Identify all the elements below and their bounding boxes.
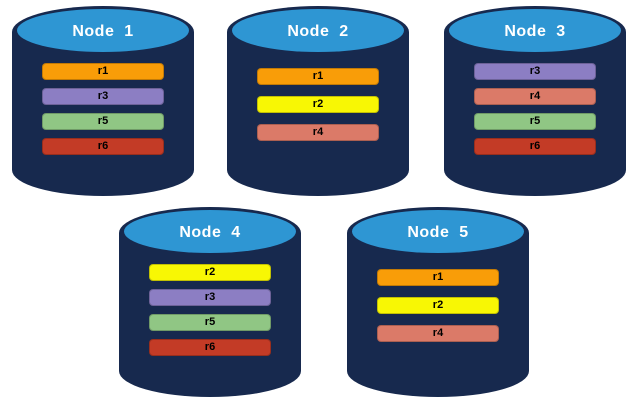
cylinder-top-ellipse: Node 2	[232, 9, 404, 52]
replica-list: r2 r3 r5 r6	[149, 264, 271, 356]
cylinder-top-ellipse: Node 3	[449, 9, 621, 52]
replica-bar-r6: r6	[474, 138, 596, 155]
replica-bar-r3: r3	[474, 63, 596, 80]
replica-bar-r4: r4	[377, 325, 499, 342]
database-node-4: Node 4 r2 r3 r5 r6	[119, 207, 301, 397]
cylinder-top-ellipse: Node 4	[124, 210, 296, 253]
database-node-3: Node 3 r3 r4 r5 r6	[444, 6, 626, 196]
replica-bar-r1: r1	[42, 63, 164, 80]
replica-bar-r2: r2	[149, 264, 271, 281]
replica-label: r6	[204, 341, 216, 353]
replica-bar-r2: r2	[257, 96, 379, 113]
replica-label: r5	[204, 316, 216, 328]
replica-label: r3	[204, 291, 216, 303]
replica-label: r1	[312, 70, 324, 82]
database-node-5: Node 5 r1 r2 r4	[347, 207, 529, 397]
replica-label: r3	[529, 65, 541, 77]
cylinder-top-ellipse: Node 1	[17, 9, 189, 52]
replica-label: r3	[97, 90, 109, 102]
replica-label: r5	[97, 115, 109, 127]
replica-list: r3 r4 r5 r6	[474, 63, 596, 155]
replica-label: r6	[529, 140, 541, 152]
replica-label: r2	[312, 98, 324, 110]
replica-label: r2	[432, 299, 444, 311]
replica-label: r4	[312, 126, 324, 138]
replica-bar-r2: r2	[377, 297, 499, 314]
database-node-2: Node 2 r1 r2 r4	[227, 6, 409, 196]
replica-bar-r6: r6	[42, 138, 164, 155]
cylinder-top-ellipse: Node 5	[352, 210, 524, 253]
replica-label: r4	[432, 327, 444, 339]
replica-bar-r1: r1	[257, 68, 379, 85]
replica-bar-r1: r1	[377, 269, 499, 286]
replica-label: r1	[97, 65, 109, 77]
replica-label: r4	[529, 90, 541, 102]
database-node-1: Node 1 r1 r3 r5 r6	[12, 6, 194, 196]
replica-bar-r5: r5	[474, 113, 596, 130]
node-label: Node 1	[72, 22, 134, 40]
replica-label: r5	[529, 115, 541, 127]
node-label: Node 3	[504, 22, 566, 40]
replica-list: r1 r3 r5 r6	[42, 63, 164, 155]
replica-bar-r5: r5	[149, 314, 271, 331]
replica-label: r6	[97, 140, 109, 152]
node-label: Node 4	[179, 223, 241, 241]
replica-list: r1 r2 r4	[257, 68, 379, 141]
replica-bar-r4: r4	[474, 88, 596, 105]
replica-label: r1	[432, 271, 444, 283]
replica-label: r2	[204, 266, 216, 278]
replica-list: r1 r2 r4	[377, 269, 499, 342]
node-label: Node 5	[407, 223, 469, 241]
replica-bar-r3: r3	[149, 289, 271, 306]
replica-bar-r5: r5	[42, 113, 164, 130]
node-label: Node 2	[287, 22, 349, 40]
replica-bar-r4: r4	[257, 124, 379, 141]
replica-bar-r3: r3	[42, 88, 164, 105]
replica-bar-r6: r6	[149, 339, 271, 356]
